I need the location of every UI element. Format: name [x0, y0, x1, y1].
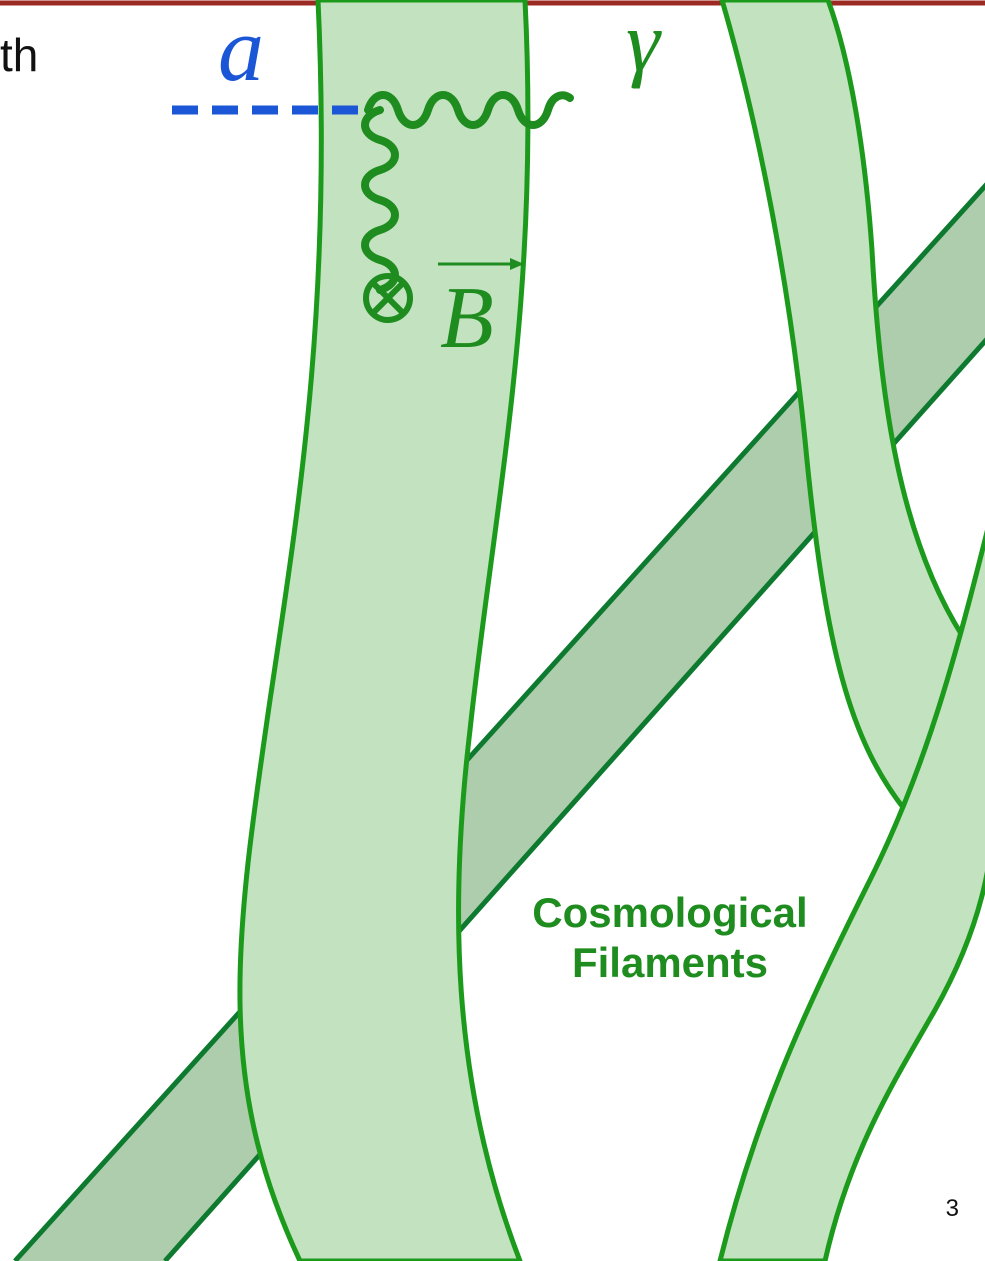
page-number: 3 — [946, 1195, 959, 1223]
magnetic-field-symbol: B — [440, 270, 494, 367]
axion-symbol: a — [218, 0, 264, 100]
filament-caption-line-2: Filaments — [470, 938, 870, 988]
photon-symbol: γ — [626, 0, 662, 89]
filament-caption: Cosmological Filaments — [470, 888, 870, 988]
cut-off-heading-text: th — [0, 28, 38, 82]
filament-caption-line-1: Cosmological — [470, 888, 870, 938]
vertical-filament-left — [240, 0, 528, 1261]
